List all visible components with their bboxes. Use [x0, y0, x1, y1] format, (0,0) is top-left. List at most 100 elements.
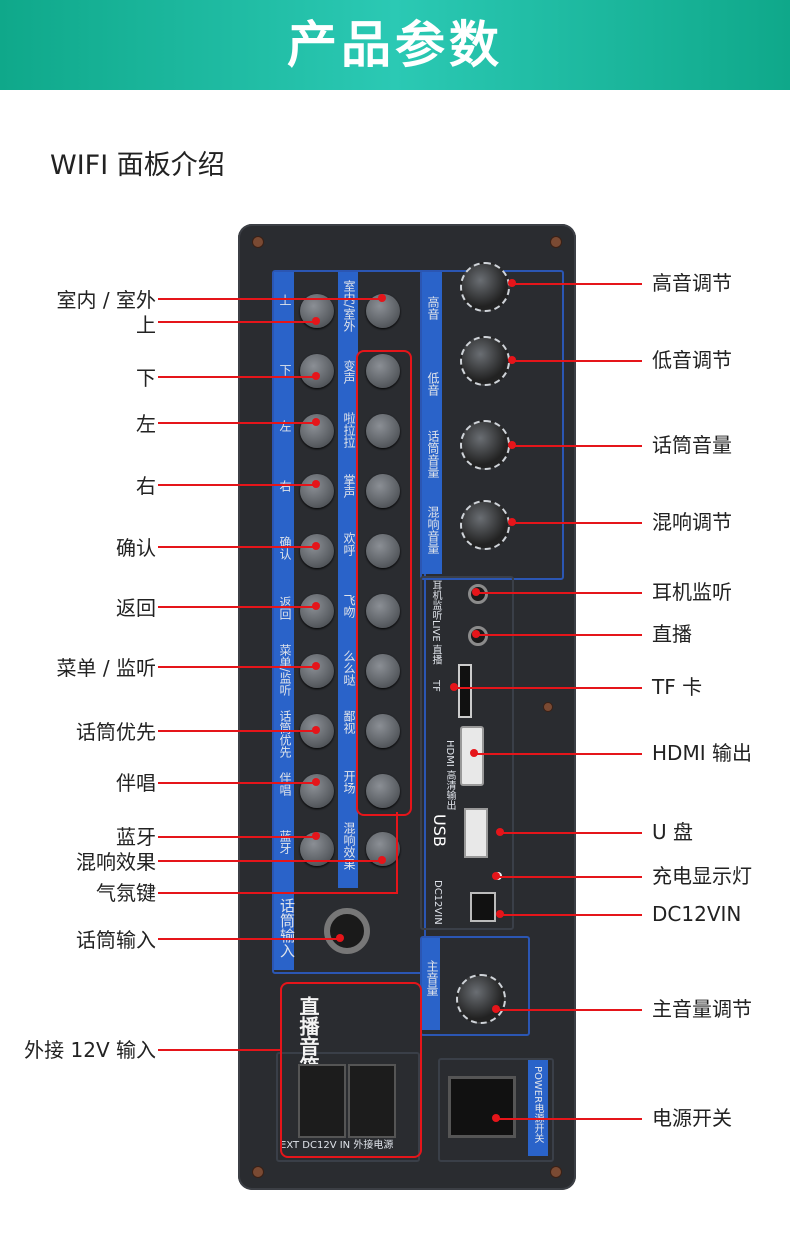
- tf-label: TF: [430, 680, 441, 692]
- ext-label: EXT DC12V IN 外接电源: [280, 1140, 394, 1151]
- callout-line: [396, 812, 398, 894]
- logo-text: 直播音箱: [296, 996, 320, 1076]
- effect-button[interactable]: [366, 774, 400, 808]
- ext-terminal[interactable]: [298, 1064, 346, 1138]
- confirm-button[interactable]: [300, 534, 334, 568]
- callout-dot: [508, 279, 516, 287]
- ext-input-box: [280, 982, 422, 1158]
- label-left: 左: [136, 412, 156, 436]
- callout-line: [158, 836, 316, 838]
- col1-label: 返回: [278, 596, 292, 620]
- callout-line: [512, 360, 642, 362]
- label-down: 下: [136, 366, 156, 390]
- callout-dot: [312, 372, 320, 380]
- col2-label: 么么哒: [342, 650, 356, 686]
- mic-volume-knob[interactable]: [460, 420, 510, 470]
- col1-label: 菜单/监听: [278, 644, 292, 697]
- col2-label: 室内/室外: [342, 280, 356, 333]
- callout-dot: [312, 832, 320, 840]
- atmosphere-keys-box: [356, 350, 412, 816]
- callout-line: [158, 1049, 282, 1051]
- label-ext-12v: 外接 12V 输入: [24, 1038, 156, 1062]
- label-bluetooth: 蓝牙: [116, 825, 156, 849]
- callout-line: [500, 914, 642, 916]
- col2-label: 欢呼: [342, 532, 356, 556]
- callout-line: [454, 687, 642, 689]
- label-reverb-effect: 混响效果: [76, 850, 156, 874]
- bass-knob[interactable]: [460, 336, 510, 386]
- label-strip: [422, 938, 440, 1030]
- effect-button[interactable]: [366, 714, 400, 748]
- col1-label: 下: [278, 364, 292, 376]
- callout-line: [158, 860, 382, 862]
- power-zone: [438, 1058, 554, 1162]
- power-label: POWER电源开关: [532, 1066, 543, 1144]
- label-strip: [422, 272, 442, 574]
- effect-button[interactable]: [366, 354, 400, 388]
- callout-dot: [378, 294, 386, 302]
- label-bass: 低音调节: [652, 348, 732, 372]
- back-button[interactable]: [300, 594, 334, 628]
- label-reverb-adjust: 混响调节: [652, 510, 732, 534]
- callout-line: [476, 634, 642, 636]
- effect-button[interactable]: [366, 594, 400, 628]
- callout-dot: [312, 480, 320, 488]
- mic-input-label: 话筒输入: [278, 898, 296, 958]
- label-power-switch: 电源开关: [652, 1106, 732, 1130]
- usb-port[interactable]: [464, 808, 488, 858]
- label-master-volume: 主音量调节: [652, 997, 752, 1021]
- callout-line: [496, 876, 642, 878]
- knob-label: 混响音量: [426, 506, 440, 554]
- callout-line: [158, 484, 316, 486]
- col2-label: 啦拉拉: [342, 412, 356, 448]
- screw-icon: [543, 702, 553, 712]
- col2-label: 掌声: [342, 474, 356, 498]
- callout-dot: [312, 418, 320, 426]
- label-strip: [274, 888, 294, 970]
- label-strip: [528, 1060, 548, 1156]
- banner: [0, 0, 790, 90]
- power-switch[interactable]: [448, 1076, 516, 1138]
- dc-port[interactable]: [470, 892, 496, 922]
- effect-button[interactable]: [366, 654, 400, 688]
- banner-title: 产品参数: [287, 16, 503, 74]
- col1-label: 确认: [278, 536, 292, 560]
- label-hdmi: HDMI 输出: [652, 741, 752, 765]
- mic-input-jack[interactable]: [324, 908, 370, 954]
- knob-label: 话筒音量: [426, 430, 440, 478]
- label-mic-input: 话筒输入: [76, 928, 156, 952]
- col2-label: 飞吻: [342, 594, 356, 618]
- earphone-label: 耳机监听: [430, 580, 441, 620]
- callout-line: [476, 592, 642, 594]
- master-volume-knob[interactable]: [456, 974, 506, 1024]
- menu-monitor-button[interactable]: [300, 654, 334, 688]
- label-strip: [338, 272, 358, 888]
- callout-dot: [492, 1005, 500, 1013]
- down-button[interactable]: [300, 354, 334, 388]
- col1-label: 话筒优先: [278, 710, 292, 758]
- effect-button[interactable]: [366, 534, 400, 568]
- master-label: 主音量: [425, 960, 439, 996]
- dc-label: DC12VIN: [432, 880, 443, 925]
- callout-line: [512, 445, 642, 447]
- label-usb: U 盘: [652, 820, 693, 844]
- callout-line: [474, 753, 642, 755]
- label-tf-card: TF 卡: [652, 675, 703, 699]
- reverb-knob[interactable]: [460, 500, 510, 550]
- callout-line: [158, 730, 316, 732]
- tf-card-slot[interactable]: [458, 664, 472, 718]
- label-karaoke: 伴唱: [116, 771, 156, 795]
- usb-label: USB: [430, 814, 449, 847]
- callout-line: [158, 892, 398, 894]
- right-button[interactable]: [300, 474, 334, 508]
- col1-label: 右: [278, 480, 292, 492]
- effect-button[interactable]: [366, 474, 400, 508]
- ext-terminal[interactable]: [348, 1064, 396, 1138]
- callout-dot: [508, 441, 516, 449]
- treble-knob[interactable]: [460, 262, 510, 312]
- effect-button[interactable]: [366, 414, 400, 448]
- callout-dot: [312, 602, 320, 610]
- callout-dot: [378, 856, 386, 864]
- callout-dot: [312, 778, 320, 786]
- callout-dot: [312, 726, 320, 734]
